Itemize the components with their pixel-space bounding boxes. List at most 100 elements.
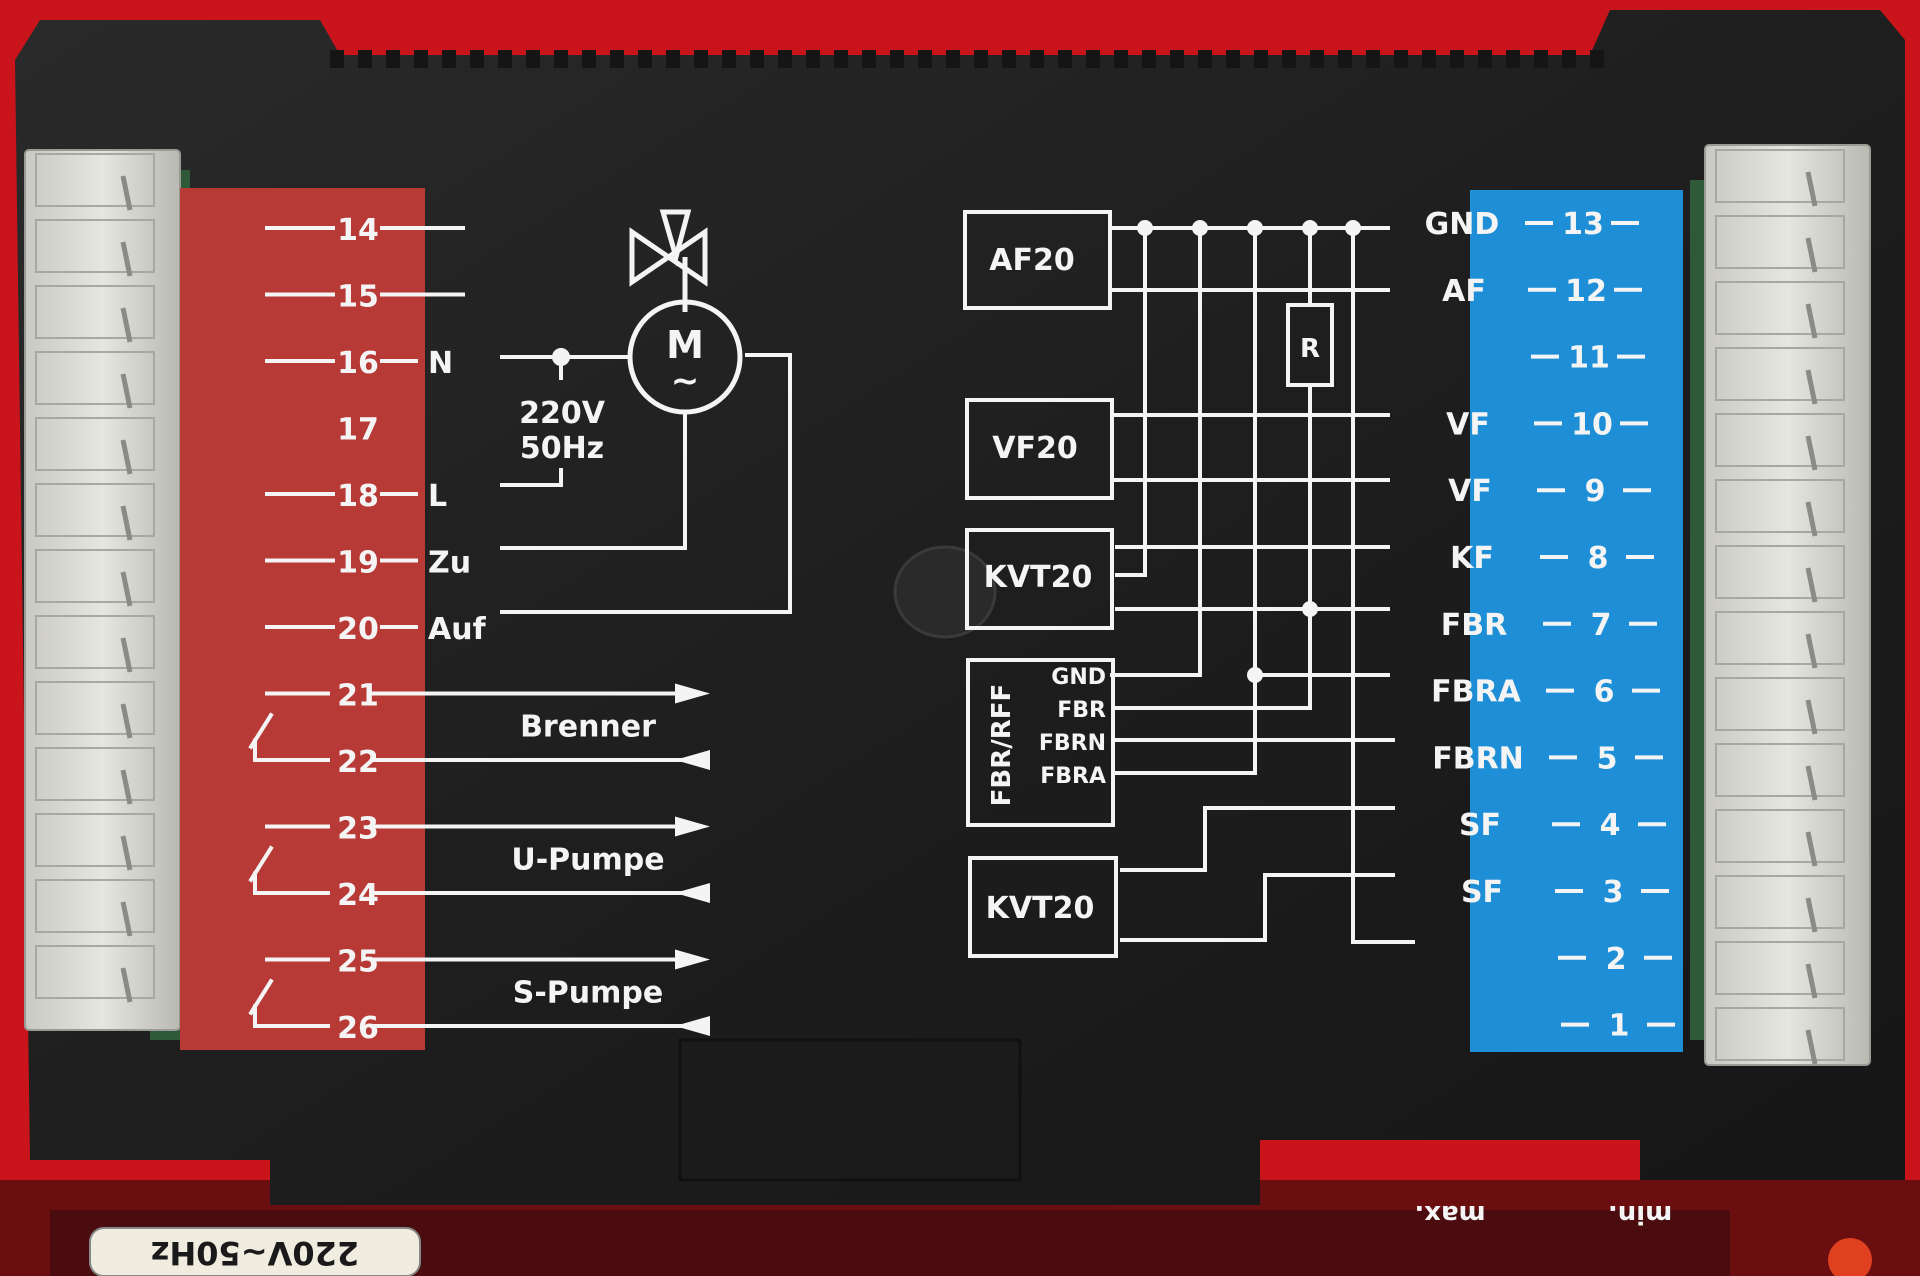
right-terminal-signal: VF: [1446, 407, 1490, 442]
red-zone: [180, 188, 425, 1050]
vent-ridge: [526, 50, 540, 68]
connector-slot: [35, 945, 155, 999]
connector-pin: [120, 241, 133, 277]
relay-contact: [253, 738, 330, 762]
connector-pin: [120, 175, 133, 211]
connector-right: [1704, 144, 1871, 1066]
right-terminal-number: 6: [1594, 675, 1615, 710]
connector-slot: [1715, 677, 1845, 731]
fbr-pin-label: FBRN: [1039, 731, 1106, 756]
connector-slot: [1715, 941, 1845, 995]
vent-ridge: [666, 50, 680, 68]
vent-ridge: [1114, 50, 1128, 68]
vent-ridge: [1058, 50, 1072, 68]
right-terminal-signal: GND: [1425, 207, 1500, 242]
vent-ridge: [1422, 50, 1436, 68]
connector-slot: [1715, 149, 1845, 203]
right-terminal-signal: FBRA: [1431, 675, 1521, 710]
right-terminal-number: 13: [1562, 207, 1604, 242]
right-terminal-signal: KF: [1450, 541, 1494, 576]
left-terminal-number: 19: [337, 546, 379, 581]
arrow-in-icon: [675, 883, 710, 903]
vent-ridge: [778, 50, 792, 68]
connector-slot: [1715, 479, 1845, 533]
right-terminal-signal: FBR: [1441, 608, 1507, 643]
vent-ridge: [918, 50, 932, 68]
module-boxes: [963, 210, 1118, 958]
vent-ridge: [1170, 50, 1184, 68]
module-af20: AF20: [989, 243, 1074, 278]
arrow-out-icon: [675, 816, 710, 837]
vent-ridge: [1366, 50, 1380, 68]
left-terminal-signal: Auf: [428, 612, 487, 647]
left-terminal-signal: Zu: [428, 546, 471, 581]
vent-ridge: [582, 50, 596, 68]
connector-pin: [1805, 765, 1818, 801]
connector-slot: [35, 285, 155, 339]
vent-ridge: [890, 50, 904, 68]
left-terminal-number: 16: [337, 346, 379, 381]
arrow-out-icon: [675, 949, 710, 970]
connector-pin: [1805, 369, 1818, 405]
right-terminal-number: 10: [1571, 407, 1613, 442]
min-label: min.: [1608, 1199, 1672, 1229]
connector-slot: [35, 351, 155, 405]
left-terminal-number: 22: [337, 745, 379, 780]
arrow-out-icon: [675, 683, 710, 704]
connector-slot: [35, 615, 155, 669]
relay-contact: [253, 871, 330, 895]
supply-frequency: 50Hz: [520, 431, 604, 466]
vent-ridge: [554, 50, 568, 68]
blue-zone: [1470, 190, 1683, 1052]
center-screw-boss: [893, 545, 997, 639]
resistor-label: R: [1300, 334, 1320, 364]
connector-pin: [120, 769, 133, 805]
connector-pin: [1805, 699, 1818, 735]
vent-ridge: [386, 50, 400, 68]
connector-slot: [1715, 611, 1845, 665]
connector-slot: [1715, 743, 1845, 797]
fbr-pin-label: FBR: [1057, 698, 1106, 723]
connector-slot: [35, 747, 155, 801]
motor-wiring: [500, 348, 792, 614]
vent-ridge: [1086, 50, 1100, 68]
connector-pin: [1805, 897, 1818, 933]
vent-ridge: [1310, 50, 1324, 68]
vent-ridge: [722, 50, 736, 68]
left-terminal-number: 25: [337, 945, 379, 980]
vent-ridge: [974, 50, 988, 68]
max-label: max.: [1414, 1199, 1485, 1229]
right-terminal-number: 8: [1588, 541, 1609, 576]
power-rating-label: [89, 1227, 421, 1276]
vent-ridge: [750, 50, 764, 68]
connector-slot: [1715, 281, 1845, 335]
left-terminal-number: 23: [337, 812, 379, 847]
vent-ridge: [1534, 50, 1548, 68]
connector-pin: [120, 703, 133, 739]
supply-voltage: 220V: [519, 396, 606, 431]
vent-ridge: [1590, 50, 1604, 68]
connector-slot: [1715, 1007, 1845, 1061]
vent-ridge: [1198, 50, 1212, 68]
vent-ridge: [1002, 50, 1016, 68]
output-label: Brenner: [520, 710, 656, 745]
vent-ridge: [610, 50, 624, 68]
left-terminal-number: 21: [337, 679, 379, 714]
vent-ridge: [1394, 50, 1408, 68]
left-terminal-number: 18: [337, 479, 379, 514]
vent-ridge: [1478, 50, 1492, 68]
right-terminal-number: 5: [1597, 741, 1618, 776]
connector-pin: [1805, 237, 1818, 273]
connector-pin: [1805, 303, 1818, 339]
left-terminal-number: 20: [337, 612, 379, 647]
connector-pin: [120, 967, 133, 1003]
vent-ridges: [330, 50, 1604, 68]
connector-slot: [35, 549, 155, 603]
connector-pin: [1805, 1029, 1818, 1065]
right-terminal-number: 9: [1585, 474, 1606, 509]
motor-tilde: ~: [671, 361, 700, 401]
